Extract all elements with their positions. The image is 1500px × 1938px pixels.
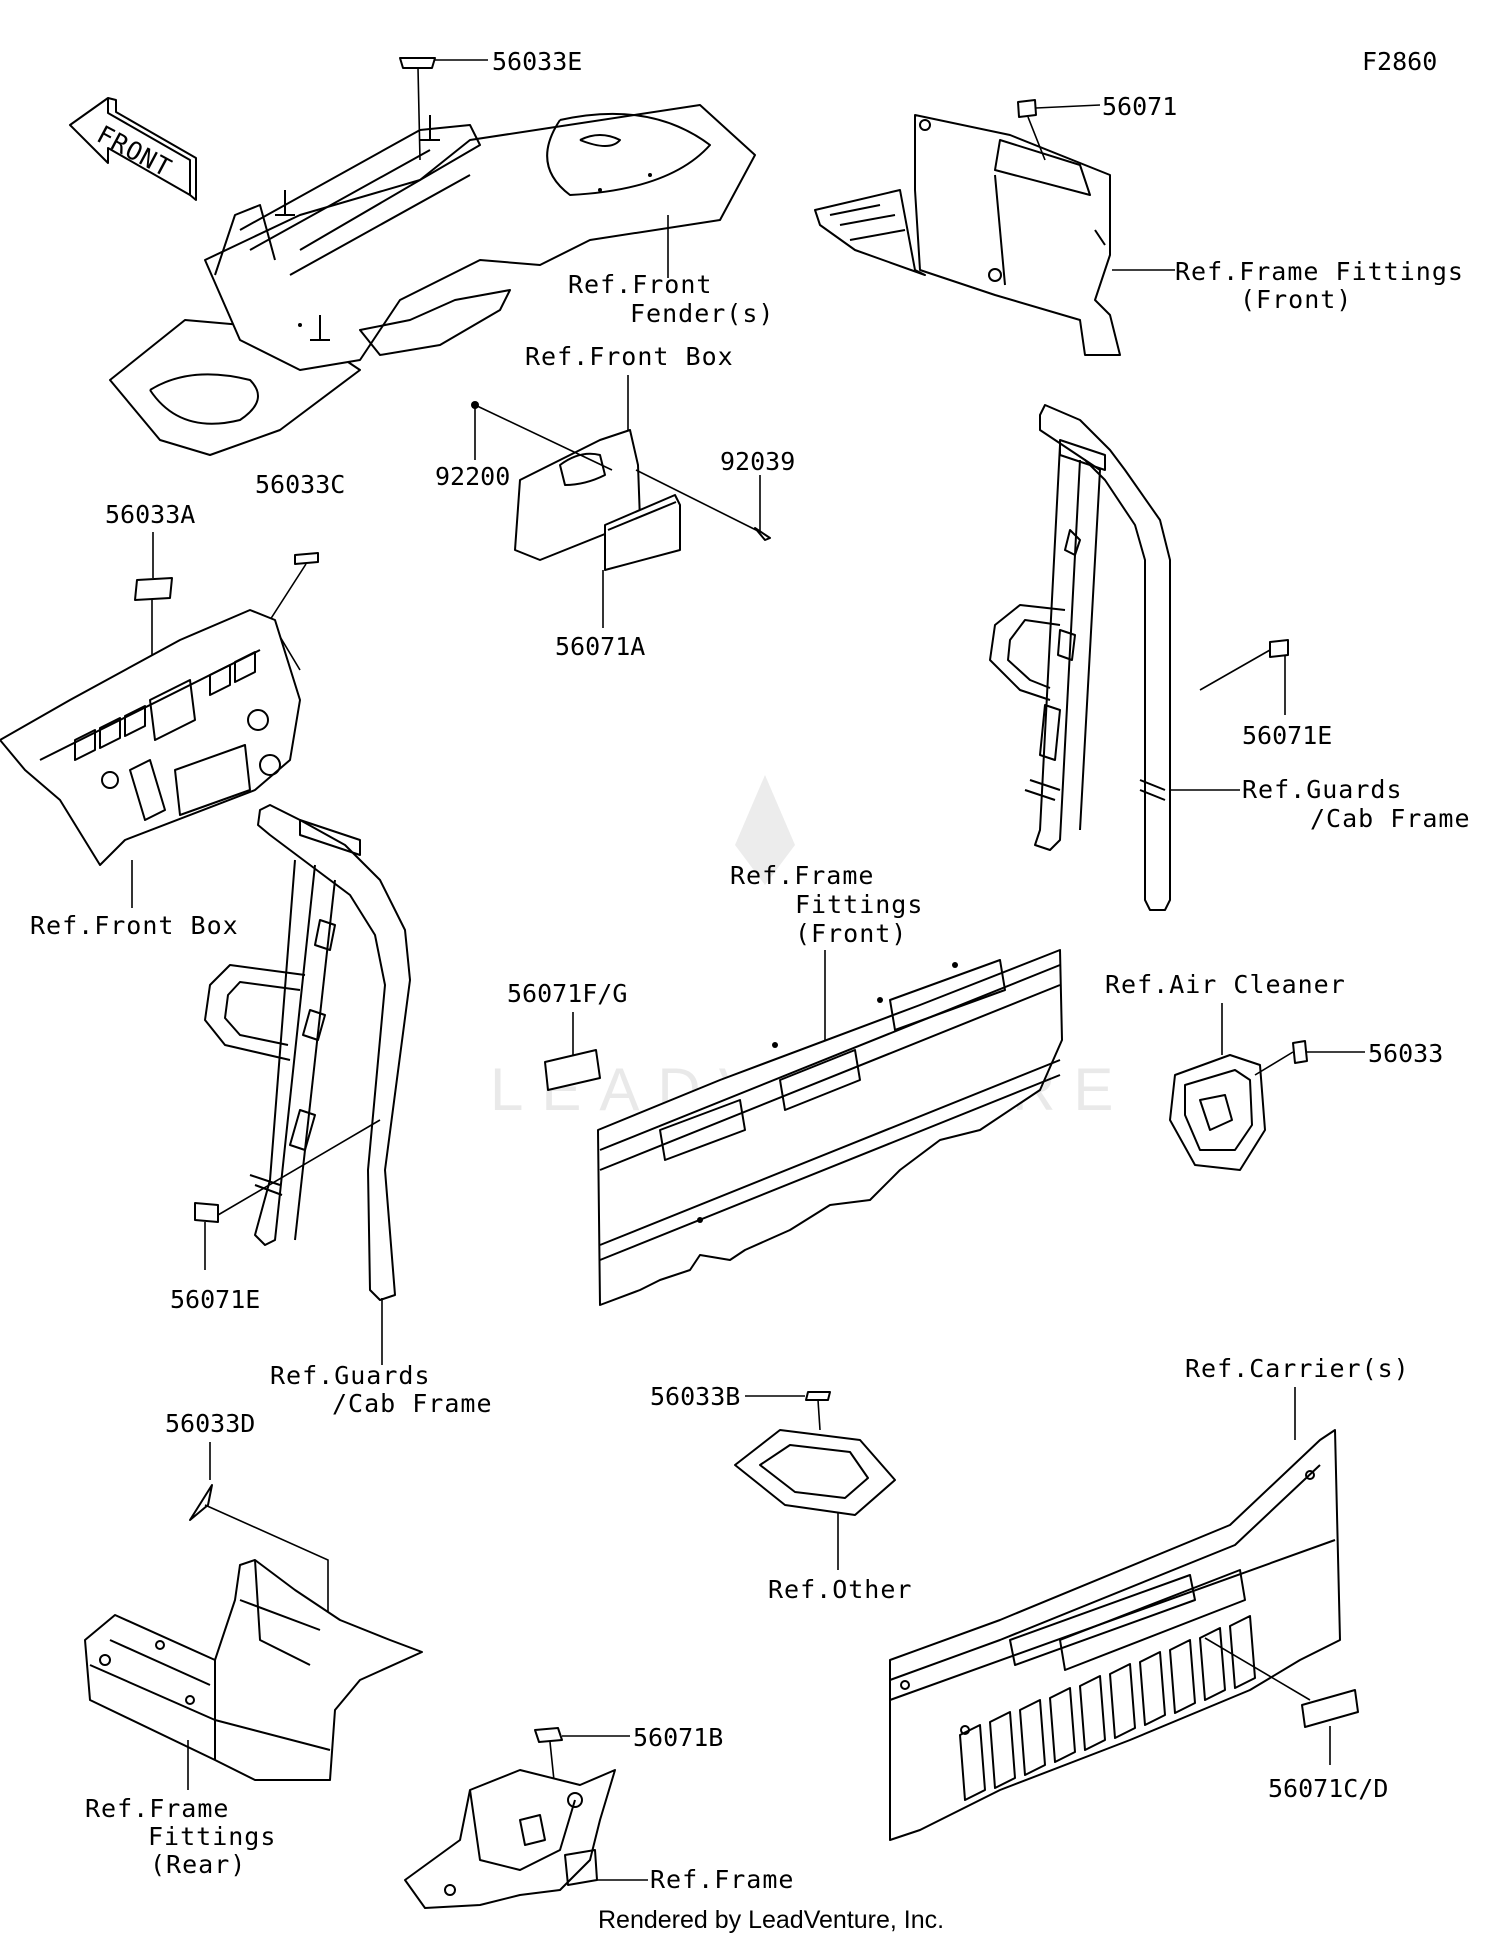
leader-56033E: [417, 59, 488, 161]
leader-56071E-right: [1199, 649, 1286, 715]
leader-56033B-down: [817, 1399, 821, 1431]
part-56071CD: 56071C/D: [1268, 1774, 1388, 1803]
ref-carrier: Ref.Carrier(s): [1185, 1354, 1410, 1383]
ref-guards-right-line1: Ref.Guards: [1242, 775, 1403, 804]
front-fender-assembly-drawing: [109, 104, 756, 456]
part-56033C: 56033C: [255, 470, 345, 499]
part-56071A: 56071A: [555, 632, 645, 661]
diagram-id: F2860: [1362, 47, 1437, 76]
decal-56033: [1292, 1040, 1308, 1064]
part-56033D: 56033D: [165, 1409, 255, 1438]
part-56033E: 56033E: [492, 47, 582, 76]
ref-front-fender-line2: Fender(s): [630, 299, 774, 328]
ref-frame-fittings-rear-line1: Ref.Frame: [85, 1794, 229, 1823]
part-92039: 92039: [720, 447, 795, 476]
air-cleaner-drawing: [1169, 1054, 1266, 1171]
frame-fittings-mid-drawing: [597, 949, 1063, 1306]
leader-56071CD-up: [1204, 1637, 1311, 1701]
part-56071FG: 56071F/G: [507, 979, 627, 1008]
other-plate-drawing: [734, 1429, 896, 1516]
ref-guards-left-line2: /Cab Frame: [332, 1389, 493, 1418]
ref-front-box-top: Ref.Front Box: [525, 342, 734, 371]
frame-drawing: [404, 1769, 616, 1909]
rivet-92039: [754, 527, 771, 541]
frame-fittings-front-top-drawing: [814, 114, 1121, 356]
ref-front-fender-line1: Ref.Front: [568, 270, 712, 299]
part-56071: 56071: [1102, 92, 1177, 121]
ref-frame-fittings-mid-line1: Ref.Frame: [730, 861, 874, 890]
part-92200: 92200: [435, 462, 510, 491]
ref-frame-fittings-rear-line3: (Rear): [150, 1850, 246, 1879]
ref-frame-fittings-mid-line2: Fittings: [795, 890, 923, 919]
decal-56071: [1017, 99, 1037, 118]
decal-56071E-left: [194, 1202, 219, 1223]
ref-air-cleaner: Ref.Air Cleaner: [1105, 970, 1346, 999]
frame-fittings-rear-drawing: [84, 1559, 423, 1781]
decal-56033D: [189, 1484, 213, 1521]
ref-front-box-left: Ref.Front Box: [30, 911, 239, 940]
ref-frame: Ref.Frame: [650, 1865, 794, 1894]
decal-56033C: [294, 552, 319, 565]
decal-56071E-right: [1269, 639, 1289, 658]
part-56033: 56033: [1368, 1039, 1443, 1068]
leader-92039: [635, 469, 761, 533]
decal-56033A: [134, 577, 173, 601]
front-box-drawing: [514, 429, 681, 571]
leader-56071: [1027, 104, 1101, 161]
carrier-drawing: [889, 1429, 1341, 1841]
part-56071E-left: 56071E: [170, 1285, 260, 1314]
leader-56071E-left: [204, 1119, 381, 1270]
watermark-logo: [735, 775, 795, 885]
decal-56071B: [534, 1727, 563, 1743]
decal-56033E: [399, 57, 436, 69]
footer-credit: Rendered by LeadVenture, Inc.: [598, 1906, 944, 1934]
guard-cab-frame-left-drawing: [204, 804, 411, 1301]
ref-frame-fittings-front-top-line1: Ref.Frame Fittings: [1175, 257, 1464, 286]
ref-guards-left-line1: Ref.Guards: [270, 1361, 431, 1390]
ref-frame-fittings-front-top-line2: (Front): [1240, 285, 1352, 314]
dashboard-drawing: [0, 609, 301, 866]
decal-56071CD: [1301, 1689, 1359, 1728]
ref-frame-fittings-rear-line2: Fittings: [148, 1822, 276, 1851]
leader-56033: [1254, 1051, 1365, 1076]
ref-other: Ref.Other: [768, 1575, 912, 1604]
guard-cab-frame-right-drawing: [989, 404, 1171, 911]
decal-56071FG: [544, 1049, 601, 1091]
ref-guards-right-line2: /Cab Frame: [1310, 804, 1471, 833]
part-56033A: 56033A: [105, 500, 195, 529]
decal-56033B: [805, 1391, 831, 1401]
part-56071B: 56071B: [633, 1723, 723, 1752]
part-56033B: 56033B: [650, 1382, 740, 1411]
part-56071E-right: 56071E: [1242, 721, 1332, 750]
leader-92200: [474, 404, 613, 471]
front-arrow-icon: FRONT: [69, 97, 197, 201]
ref-frame-fittings-mid-line3: (Front): [795, 919, 907, 948]
